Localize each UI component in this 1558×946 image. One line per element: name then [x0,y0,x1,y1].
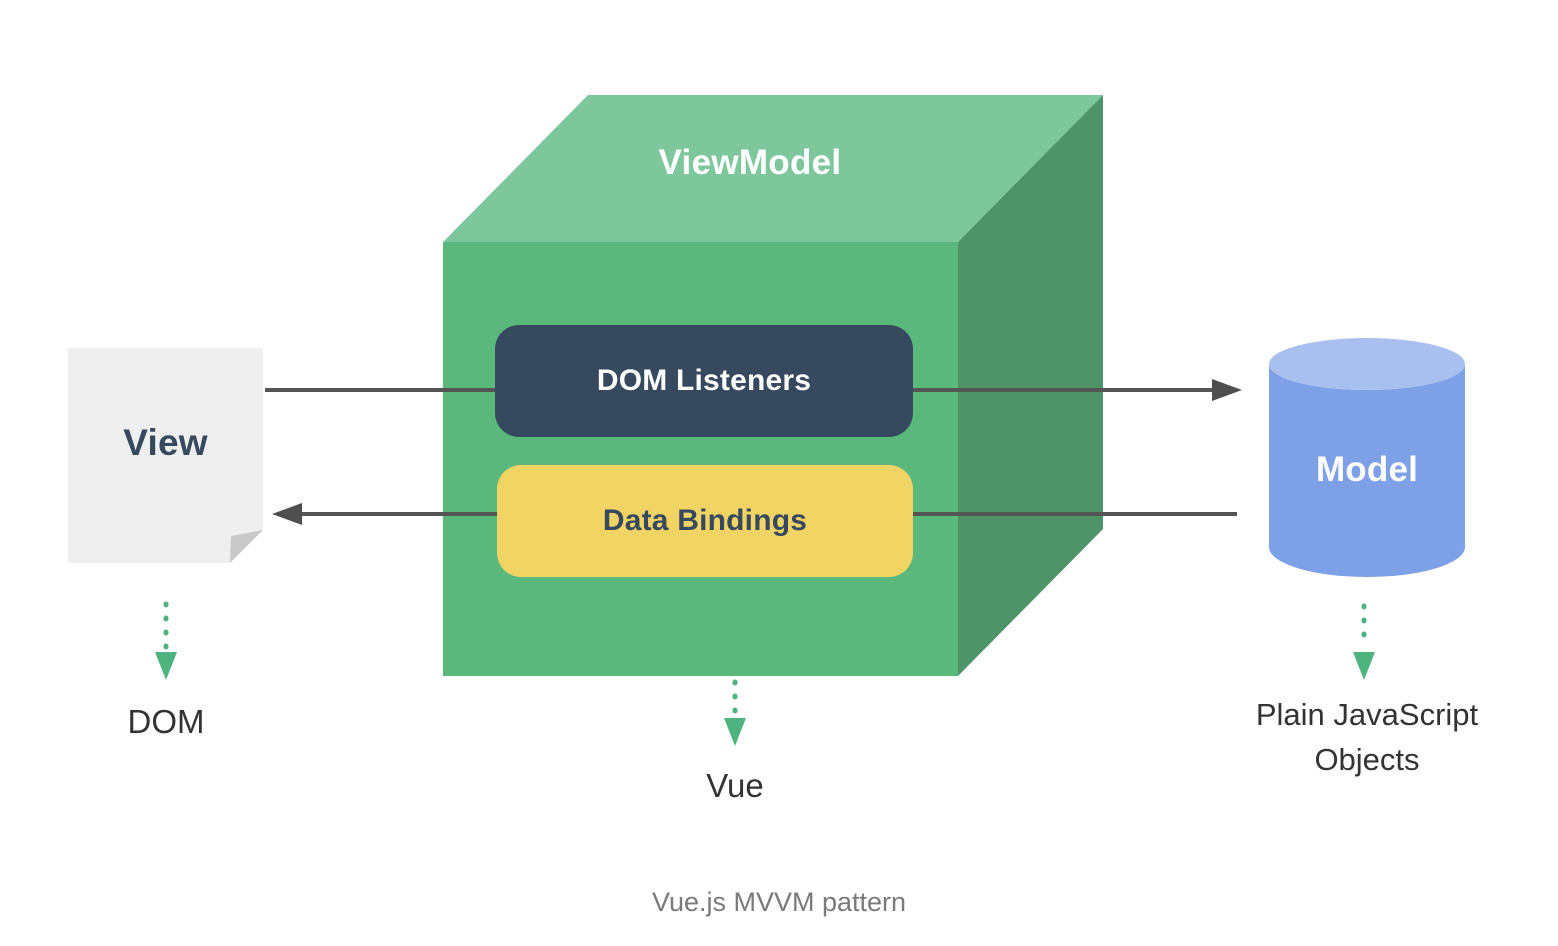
viewmodel-box-right-face [958,95,1103,676]
viewmodel-title: ViewModel [658,143,842,182]
plain-javascript-objects-label: Plain JavaScript Objects [1255,697,1479,777]
view-dom-dotted-arrow [155,601,177,680]
view-title: View [123,422,208,463]
view-dom-arrowhead-icon [155,652,177,680]
view-to-model-arrowhead-icon [1212,379,1242,401]
model-pjo-dotted-arrow [1353,603,1375,680]
dom-label: DOM [127,703,205,740]
data-bindings-box: Data Bindings [497,465,913,577]
model-cylinder-top [1269,338,1465,390]
viewmodel-box-top-face [443,95,1103,242]
viewmodel-vue-arrowhead-icon [724,718,746,746]
model-to-view-arrowhead-icon [272,503,302,525]
view-document-shape [68,348,263,563]
model-title: Model [1315,450,1419,489]
view-document-fold-icon [230,530,263,563]
model-cylinder-body [1269,364,1465,577]
diagram-caption: Vue.js MVVM pattern [651,886,907,917]
viewmodel-vue-dotted-arrow [724,679,746,746]
model-pjo-arrowhead-icon [1353,652,1375,680]
dom-listeners-box: DOM Listeners [495,325,913,437]
viewmodel-box-front-face [443,242,958,676]
vue-label: Vue [706,767,764,804]
